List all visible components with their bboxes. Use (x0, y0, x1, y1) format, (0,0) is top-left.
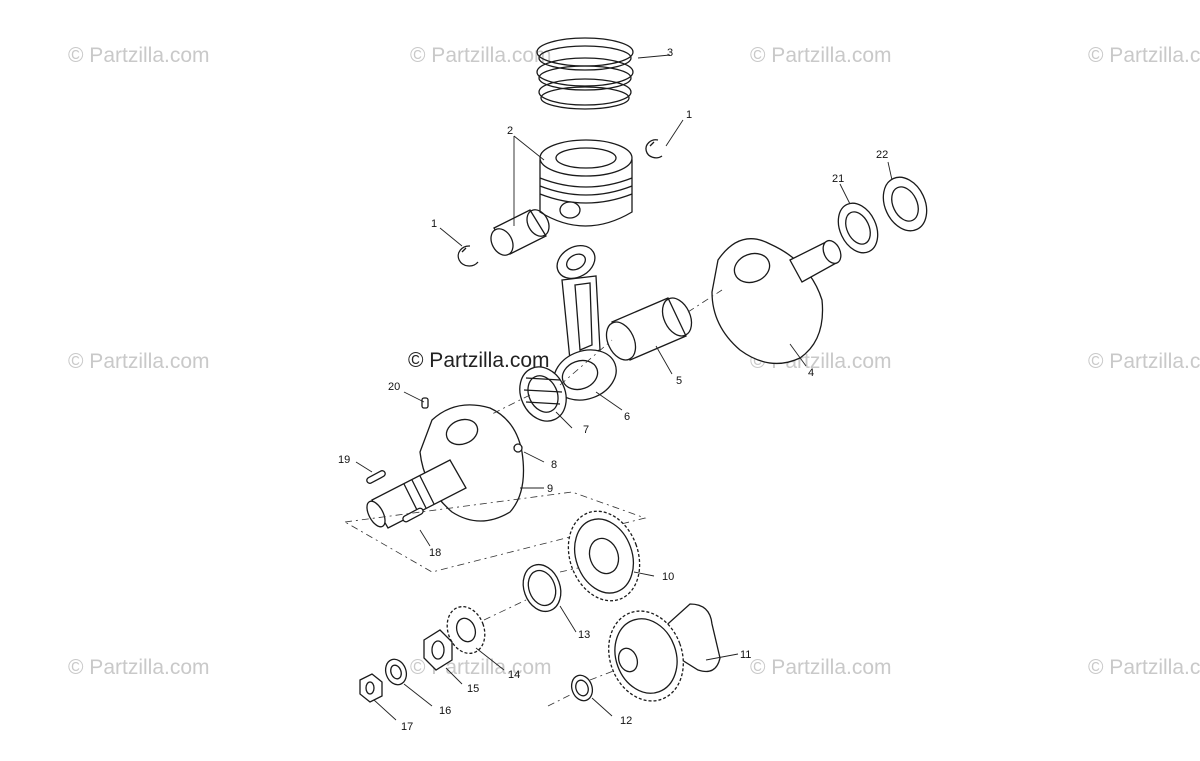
watermark: © Partzilla.com (1088, 656, 1200, 679)
part-piston-pin (490, 209, 550, 256)
callout-16: 16 (439, 705, 451, 717)
part-key-19 (366, 470, 386, 484)
callout-19: 19 (338, 454, 350, 466)
part-gear-10 (567, 510, 641, 602)
part-crankshaft-right (711, 238, 842, 364)
part-washer-12 (570, 674, 594, 702)
callout-22: 22 (876, 149, 888, 161)
part-circlip-upper (645, 139, 663, 159)
part-balancer-gear-11 (608, 603, 721, 702)
part-bearing-22 (882, 176, 928, 232)
part-drive-gear-14 (446, 605, 486, 655)
assembly-axis-lines (483, 289, 723, 707)
callout-12: 12 (620, 715, 632, 727)
callout-11: 11 (740, 649, 751, 661)
part-nut-15 (423, 629, 453, 671)
callout-4: 4 (808, 367, 814, 379)
assembly-bounding-box (343, 491, 647, 573)
part-plug-8 (513, 443, 523, 453)
part-bearing-21 (837, 202, 879, 254)
part-crank-pin (605, 297, 693, 361)
part-washer-16 (384, 658, 408, 686)
watermark: © Partzilla.com (68, 656, 210, 679)
part-connecting-rod (553, 244, 617, 401)
callout-3: 3 (667, 47, 673, 59)
part-circlip-lower (457, 245, 479, 267)
callout-labels: 1 1 2 3 4 5 6 7 8 9 10 11 12 13 14 15 16… (338, 47, 888, 733)
part-piston-rings (536, 37, 634, 110)
part-key-18 (402, 507, 424, 523)
callout-1: 1 (431, 218, 437, 230)
center-watermark: © Partzilla.com (408, 349, 550, 372)
callout-13: 13 (578, 629, 590, 641)
callout-2: 2 (507, 125, 513, 137)
part-needle-bearing (519, 366, 567, 422)
callout-15: 15 (467, 683, 479, 695)
callout-17: 17 (401, 721, 413, 733)
callout-1: 1 (686, 109, 692, 121)
callout-10: 10 (662, 571, 674, 583)
callout-8: 8 (551, 459, 557, 471)
watermark: © Partzilla.com (750, 656, 892, 679)
watermark: © Partzilla.com (750, 44, 892, 67)
watermark: © Partzilla.com (1088, 350, 1200, 373)
leader-lines (355, 54, 893, 721)
watermark: © Partzilla.com (410, 44, 552, 67)
watermark: © Partzilla.com (68, 44, 210, 67)
callout-14: 14 (508, 669, 520, 681)
part-nut-17 (359, 673, 383, 703)
callout-18: 18 (429, 547, 441, 559)
part-pin-20 (421, 397, 429, 409)
part-washer-13 (522, 563, 562, 613)
watermark: © Partzilla.com (68, 350, 210, 373)
callout-21: 21 (832, 173, 844, 185)
callout-7: 7 (583, 424, 589, 436)
callout-9: 9 (547, 483, 553, 495)
callout-6: 6 (624, 411, 630, 423)
callout-20: 20 (388, 381, 400, 393)
watermark: © Partzilla.com (1088, 44, 1200, 67)
part-crankshaft-left (366, 404, 525, 529)
part-piston (539, 139, 633, 227)
callout-5: 5 (676, 375, 682, 387)
